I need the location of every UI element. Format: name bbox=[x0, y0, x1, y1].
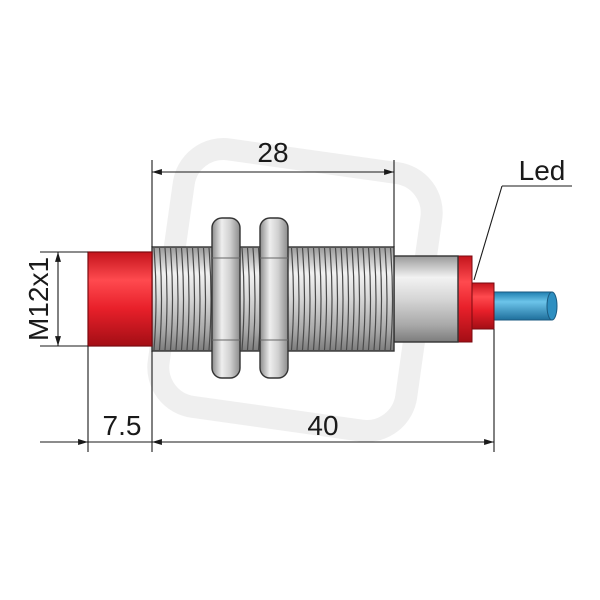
thread-ridge bbox=[208, 247, 212, 351]
thread-ridge bbox=[290, 247, 295, 351]
thread-ridge bbox=[362, 247, 366, 351]
thread-ridge bbox=[180, 247, 185, 351]
thread-ridge bbox=[323, 247, 328, 351]
dimension-total-length: 40 bbox=[152, 410, 494, 445]
thread-ridge bbox=[169, 247, 174, 351]
nut-front bbox=[211, 217, 241, 379]
thread-ridge bbox=[351, 247, 355, 351]
sensor-face bbox=[87, 251, 153, 347]
thread-ridge bbox=[186, 247, 190, 351]
thread-ridge bbox=[345, 247, 350, 351]
thread-ridge bbox=[202, 247, 207, 351]
led-label: Led bbox=[519, 155, 566, 186]
thread-ridge bbox=[329, 247, 333, 351]
thread-ridge bbox=[356, 247, 361, 351]
thread-ridge bbox=[340, 247, 344, 351]
thread-ridge bbox=[153, 247, 157, 351]
dimension-thread-length: 28 bbox=[152, 137, 394, 175]
thread-ridge bbox=[367, 247, 372, 351]
thread-ridge bbox=[175, 247, 179, 351]
thread-ridge bbox=[301, 247, 306, 351]
thread-ridge bbox=[158, 247, 163, 351]
dimension-total-length-label: 40 bbox=[307, 410, 338, 441]
led-cap bbox=[455, 255, 495, 343]
thread-ridge bbox=[246, 247, 251, 351]
thread-ridge bbox=[378, 247, 383, 351]
dimension-face-length-label: 7.5 bbox=[103, 410, 142, 441]
thread-ridge bbox=[307, 247, 311, 351]
dimension-thread-length-label: 28 bbox=[257, 137, 288, 168]
thread-ridge bbox=[296, 247, 300, 351]
thread-ridge bbox=[384, 247, 388, 351]
dimension-thread-size-label: M12x1 bbox=[23, 257, 54, 341]
thread-ridge bbox=[164, 247, 168, 351]
thread-ridge bbox=[241, 247, 245, 351]
thread-ridge bbox=[373, 247, 377, 351]
thread-ridge bbox=[191, 247, 196, 351]
dimension-face-length: 7.5 bbox=[40, 410, 152, 445]
thread-ridge bbox=[197, 247, 201, 351]
led-callout: Led bbox=[473, 155, 572, 281]
sensor-rear-body bbox=[393, 255, 459, 343]
thread-ridge bbox=[252, 247, 256, 351]
dimension-thread-size: M12x1 bbox=[23, 251, 61, 346]
thread-ridge bbox=[334, 247, 339, 351]
thread-ridge bbox=[389, 247, 394, 351]
thread-ridge bbox=[318, 247, 322, 351]
thread-ridge bbox=[312, 247, 317, 351]
nut-rear bbox=[259, 217, 289, 379]
cable bbox=[491, 291, 558, 321]
